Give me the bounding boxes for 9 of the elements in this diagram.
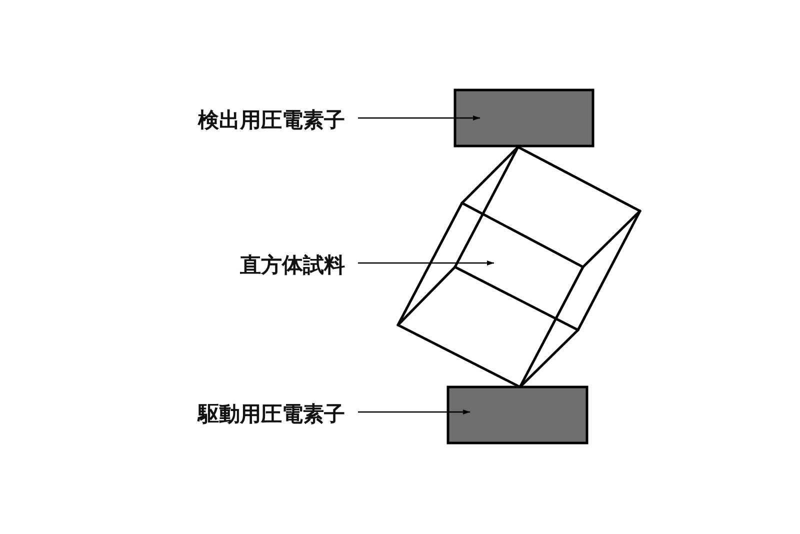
part-label: 直方体試料 <box>240 251 345 279</box>
leader-line <box>358 409 470 415</box>
leader-line <box>358 115 480 121</box>
piezo-element <box>454 88 594 148</box>
part-label: 駆動用圧電素子 <box>198 400 345 428</box>
part-label: 検出用圧電素子 <box>198 106 345 134</box>
leader-line <box>358 260 494 266</box>
piezo-element <box>446 386 588 444</box>
cube-sample-drawing <box>396 146 642 388</box>
